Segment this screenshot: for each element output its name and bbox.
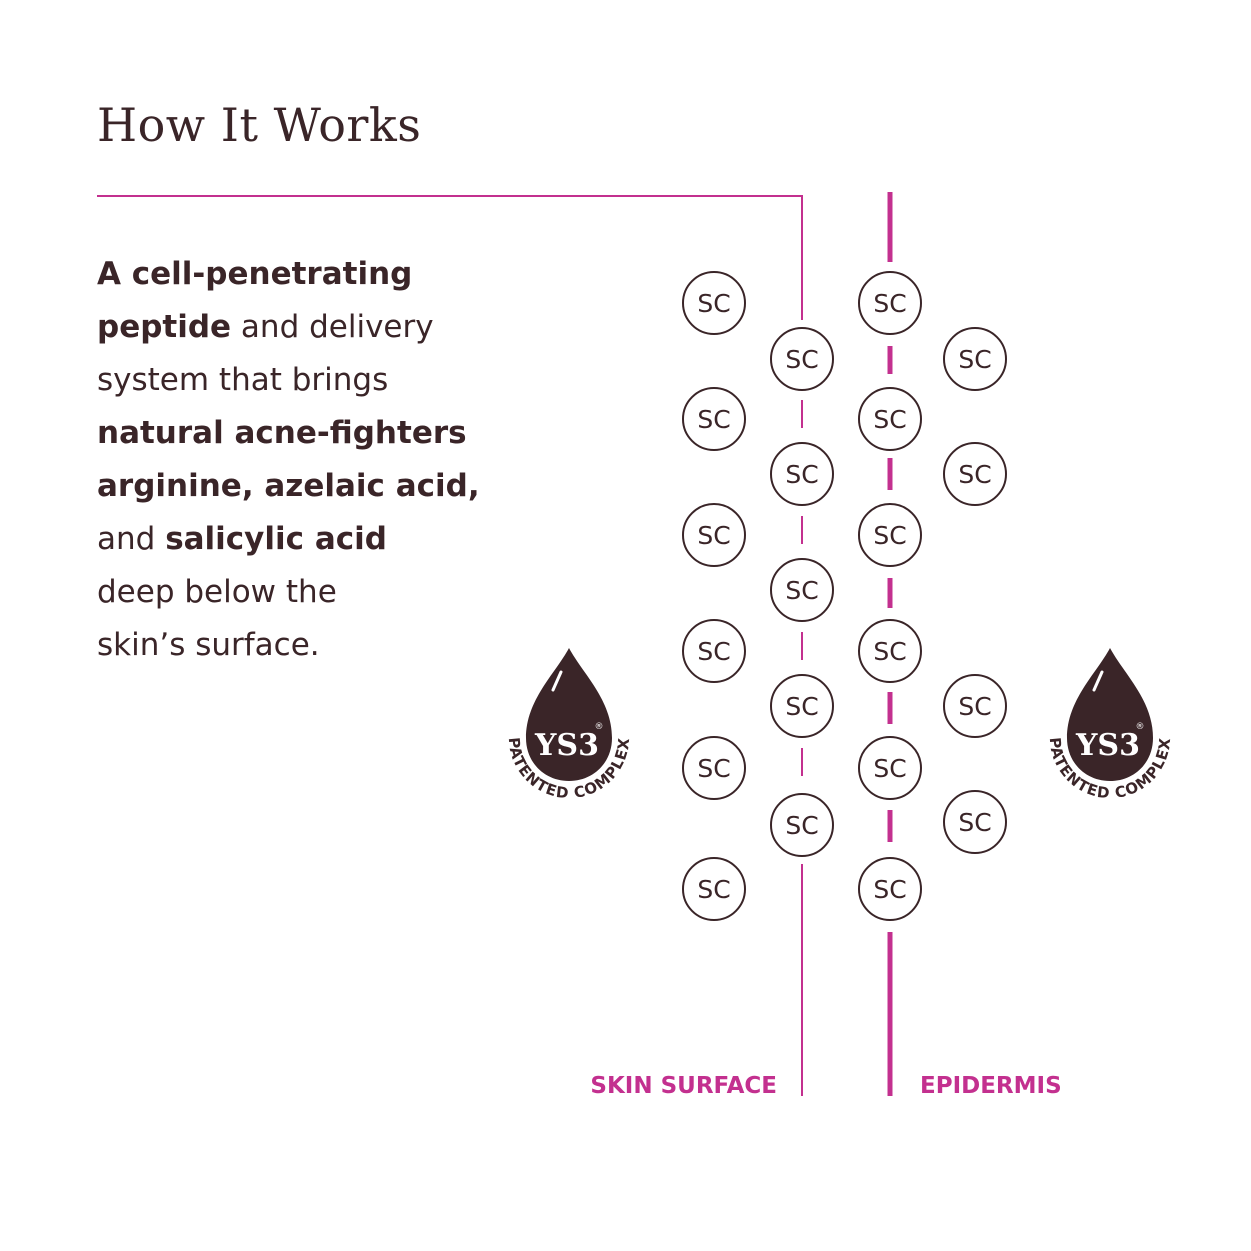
drop-highlight — [551, 670, 563, 692]
ys3-badge-left: YS3 ® PATENTED COMPLEX — [505, 648, 632, 802]
description-run: system that brings — [97, 362, 389, 398]
sc-molecule: SC — [858, 736, 922, 800]
sc-molecule: SC — [943, 790, 1007, 854]
skin-surface-label: SKIN SURFACE — [590, 1073, 777, 1099]
sc-molecules: SC SC SC SC SC SC SC SC SC SC SC SC SC SC SC SC SC SC SC SC… — [682, 271, 1007, 921]
description-run: deep below the — [97, 574, 337, 610]
sc-molecule: SC — [770, 558, 834, 622]
sc-molecule: SC — [682, 619, 746, 683]
sc-molecule-circle — [858, 619, 922, 683]
sc-molecule: SC — [682, 387, 746, 451]
sc-molecule-label: SC — [873, 405, 906, 434]
description-run: and delivery — [231, 309, 434, 345]
ys3-badge-right: YS3 ® PATENTED COMPLEX — [1046, 648, 1173, 802]
description-bold-run: A cell-penetrating — [97, 256, 413, 292]
page-title: How It Works — [97, 98, 422, 152]
sc-molecule-label: SC — [873, 754, 906, 783]
sc-molecule: SC — [682, 736, 746, 800]
sc-molecule: SC — [770, 793, 834, 857]
description-run: skin’s surface. — [97, 627, 320, 663]
description-bold-run: arginine, azelaic acid, — [97, 468, 480, 504]
sc-molecule-circle — [943, 674, 1007, 738]
description-text: A cell-penetrating peptide and delivery sy… — [97, 248, 517, 672]
sc-molecule-circle — [770, 674, 834, 738]
sc-molecule-label: SC — [785, 811, 818, 840]
sc-molecule: SC — [770, 442, 834, 506]
sc-molecule: SC — [858, 387, 922, 451]
sc-molecule: SC — [943, 327, 1007, 391]
sc-molecule-circle — [770, 327, 834, 391]
sc-molecule: SC — [858, 619, 922, 683]
description-run: and — [97, 521, 166, 557]
sc-molecule-circle — [858, 736, 922, 800]
sc-molecule: SC — [770, 674, 834, 738]
sc-molecule: SC — [858, 857, 922, 921]
sc-molecule-label: SC — [785, 576, 818, 605]
sc-molecule-circle — [858, 271, 922, 335]
sc-molecule-label: SC — [697, 875, 730, 904]
description-bold-run: salicylic acid — [165, 521, 387, 557]
sc-molecule-label: SC — [697, 405, 730, 434]
drop-icon — [1067, 648, 1153, 781]
sc-molecule-label: SC — [873, 875, 906, 904]
sc-molecule-circle — [682, 271, 746, 335]
sc-molecule-label: SC — [873, 637, 906, 666]
drop-highlight — [1092, 670, 1104, 692]
sc-molecule-circle — [858, 857, 922, 921]
sc-molecule-label: SC — [697, 289, 730, 318]
ys3-logo-text: YS3 — [534, 728, 599, 763]
sc-molecule-circle — [770, 793, 834, 857]
sc-molecule: SC — [682, 503, 746, 567]
description-bold-run: natural acne-fighters — [97, 415, 467, 451]
sc-molecule-label: SC — [958, 692, 991, 721]
skin-surface-line — [97, 195, 803, 320]
ys3-logo-text: YS3 — [1075, 728, 1140, 763]
sc-molecule-circle — [943, 327, 1007, 391]
epidermis-label: EPIDERMIS — [920, 1073, 1062, 1099]
sc-molecule-circle — [682, 736, 746, 800]
sc-molecule-circle — [770, 442, 834, 506]
sc-molecule: SC — [770, 327, 834, 391]
sc-molecule-label: SC — [697, 521, 730, 550]
sc-molecule: SC — [682, 271, 746, 335]
sc-molecule: SC — [858, 271, 922, 335]
sc-molecule-label: SC — [958, 808, 991, 837]
sc-molecule-circle — [943, 790, 1007, 854]
drop-icon — [526, 648, 612, 781]
sc-molecule: SC — [943, 442, 1007, 506]
sc-molecule-label: SC — [958, 345, 991, 374]
sc-molecule-label: SC — [785, 692, 818, 721]
registered-mark: ® — [595, 722, 604, 732]
sc-molecule-label: SC — [697, 637, 730, 666]
sc-molecule-label: SC — [697, 754, 730, 783]
sc-molecule-circle — [682, 619, 746, 683]
sc-molecule-circle — [682, 387, 746, 451]
sc-molecule: SC — [943, 674, 1007, 738]
sc-molecule-circle — [770, 558, 834, 622]
registered-mark: ® — [1136, 722, 1145, 732]
sc-molecule-circle — [858, 503, 922, 567]
sc-molecule-circle — [943, 442, 1007, 506]
sc-molecule-label: SC — [873, 289, 906, 318]
sc-molecule-circle — [682, 503, 746, 567]
sc-molecule-label: SC — [785, 345, 818, 374]
sc-molecule: SC — [858, 503, 922, 567]
sc-molecule-circle — [858, 387, 922, 451]
description-bold-run: peptide — [97, 309, 232, 345]
sc-molecule-label: SC — [958, 460, 991, 489]
sc-molecule-label: SC — [873, 521, 906, 550]
sc-molecule: SC — [682, 857, 746, 921]
sc-molecule-label: SC — [785, 460, 818, 489]
sc-molecule-circle — [682, 857, 746, 921]
